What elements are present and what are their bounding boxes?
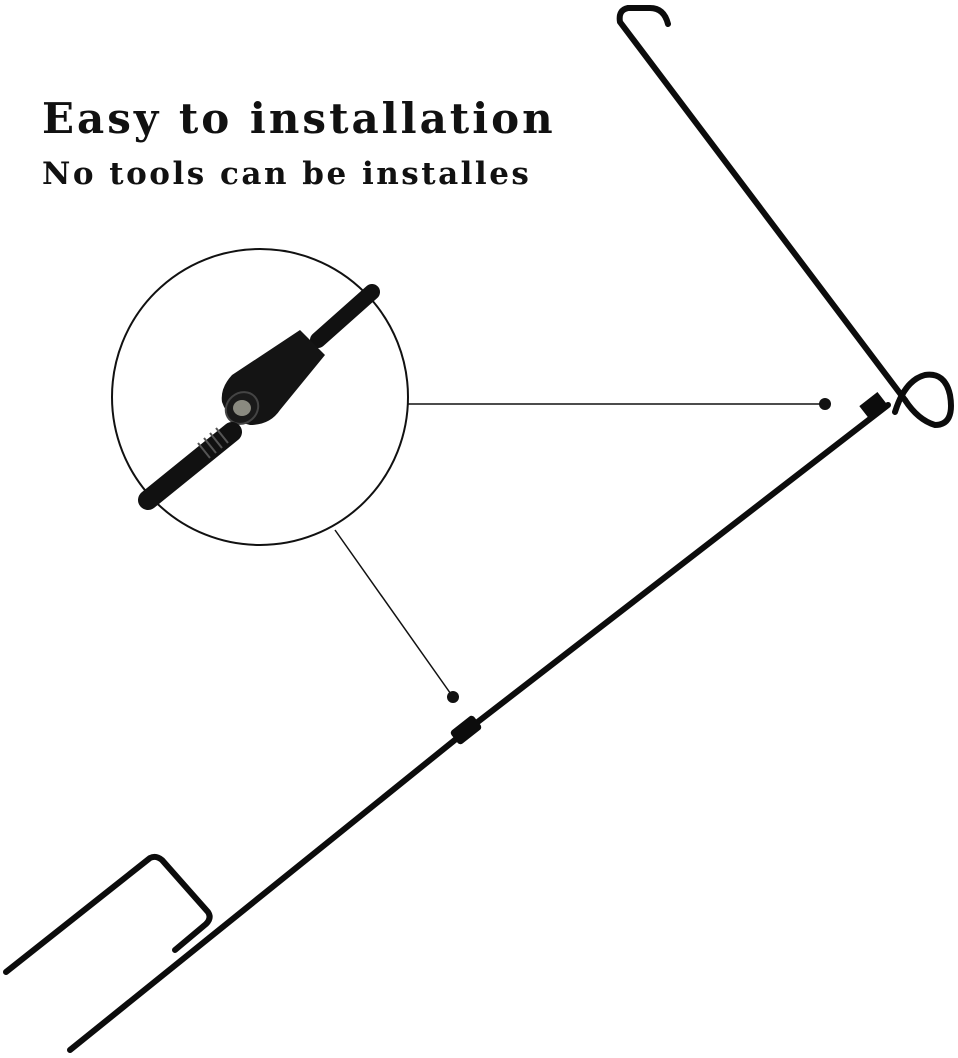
detail-connector bbox=[138, 284, 380, 510]
upper-arm bbox=[616, 5, 954, 428]
top-clip bbox=[859, 392, 887, 418]
ground-stake bbox=[3, 853, 213, 975]
pole-coupling bbox=[450, 715, 482, 745]
arm-loop bbox=[892, 371, 954, 428]
callout-lines bbox=[334, 403, 825, 698]
headline-subtitle: No tools can be installes bbox=[42, 156, 532, 192]
main-pole bbox=[67, 392, 891, 1053]
callout-dot-mid bbox=[447, 691, 459, 703]
callout-dot-top bbox=[819, 398, 831, 410]
headline-title: Easy to installation bbox=[42, 94, 556, 143]
